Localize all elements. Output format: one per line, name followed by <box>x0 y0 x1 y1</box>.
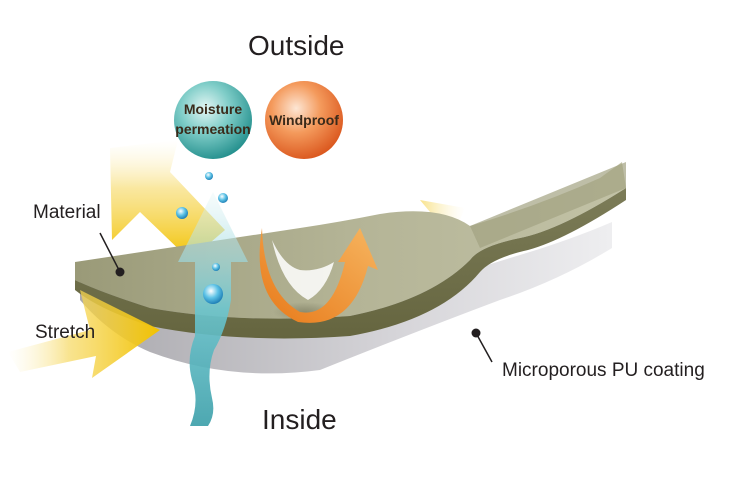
moisture-permeation-badge: Moisture permeation <box>174 81 252 159</box>
windproof-badge: Windproof <box>265 81 343 159</box>
inside-label: Inside <box>262 404 337 436</box>
material-leader-dot <box>116 268 125 277</box>
windproof-badge-label: Windproof <box>269 112 339 128</box>
moisture-badge-line2: permeation <box>175 121 250 137</box>
water-drop-icon <box>205 172 213 180</box>
water-drop-icon <box>203 284 223 304</box>
water-drop-icon <box>176 207 188 219</box>
water-drop-icon <box>218 193 228 203</box>
stretch-label: Stretch <box>35 322 95 344</box>
coating-leader-dot <box>472 329 481 338</box>
water-drop-icon <box>212 263 220 271</box>
material-label: Material <box>33 202 101 224</box>
outside-label: Outside <box>248 30 345 62</box>
coating-leader-line <box>476 333 492 362</box>
moisture-badge-line1: Moisture <box>184 101 243 117</box>
coating-label: Microporous PU coating <box>502 360 705 382</box>
